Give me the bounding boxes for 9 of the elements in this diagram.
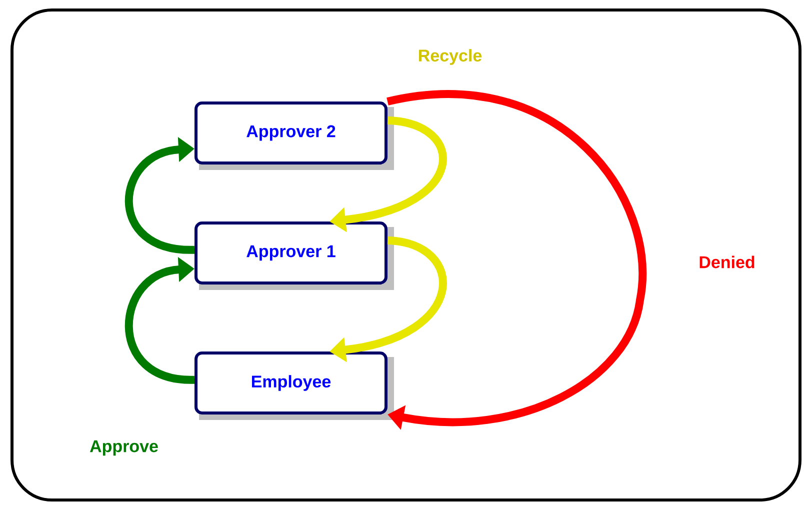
arrow (386, 90, 646, 430)
label: Denied (700, 256, 754, 268)
label: Recycle (419, 49, 482, 65)
arrow (124, 136, 195, 254)
label: Approve (90, 440, 158, 456)
process-box: Approver 1 (194, 222, 388, 284)
process-box: Approver 2 (194, 102, 388, 164)
arrow (124, 256, 195, 384)
process-box: Employee (194, 352, 388, 414)
